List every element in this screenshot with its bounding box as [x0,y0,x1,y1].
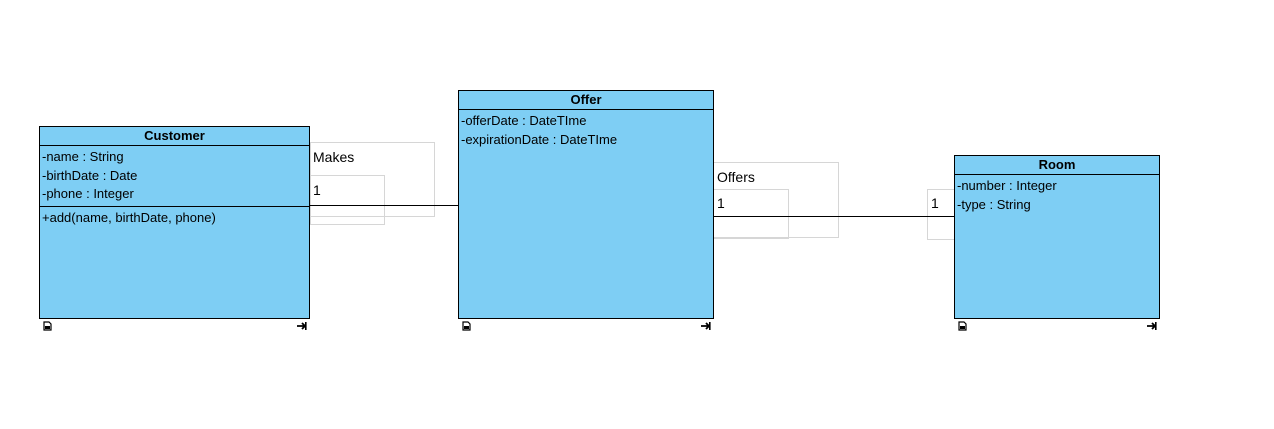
class-room-name: Room [955,156,1159,175]
makes-multiplicity-frame [310,175,385,225]
offers-association-name[interactable]: Offers [717,169,755,185]
attribute[interactable]: -name : String [42,149,124,164]
offers-source-multiplicity[interactable]: 1 [717,195,725,211]
class-offer-name: Offer [459,91,713,110]
attribute[interactable]: -expirationDate : DateTIme [461,131,618,147]
attribute[interactable]: -number : Integer [957,178,1057,193]
arrow-right-icon[interactable] [701,321,711,331]
attribute[interactable]: -phone : Integer [42,186,134,201]
class-offer[interactable]: Offer -offerDate : DateTIme -expirationD… [458,90,714,319]
class-customer-operations: +add(name, birthDate, phone) [40,207,309,228]
makes-association-name[interactable]: Makes [313,149,355,165]
document-icon[interactable] [43,321,53,331]
attribute[interactable]: -type : String [957,196,1031,212]
class-offer-attributes: -offerDate : DateTIme -expirationDate : … [459,110,713,149]
offers-association-line[interactable] [713,216,955,217]
operation[interactable]: +add(name, birthDate, phone) [42,210,216,225]
arrow-right-icon[interactable] [1147,321,1157,331]
offers-target-multiplicity[interactable]: 1 [931,195,939,211]
makes-source-multiplicity[interactable]: 1 [313,182,321,198]
class-room-attributes: -number : Integer -type : String [955,175,1159,214]
attribute[interactable]: -birthDate : Date [42,167,138,183]
class-customer-name: Customer [40,127,309,146]
class-customer-attributes: -name : String -birthDate : Date -phone … [40,146,309,207]
class-customer[interactable]: Customer -name : String -birthDate : Dat… [39,126,310,319]
document-icon[interactable] [958,321,968,331]
document-icon[interactable] [462,321,472,331]
arrow-right-icon[interactable] [297,321,307,331]
class-room[interactable]: Room -number : Integer -type : String [954,155,1160,319]
attribute[interactable]: -offerDate : DateTIme [461,113,587,128]
makes-association-line[interactable] [310,205,459,206]
